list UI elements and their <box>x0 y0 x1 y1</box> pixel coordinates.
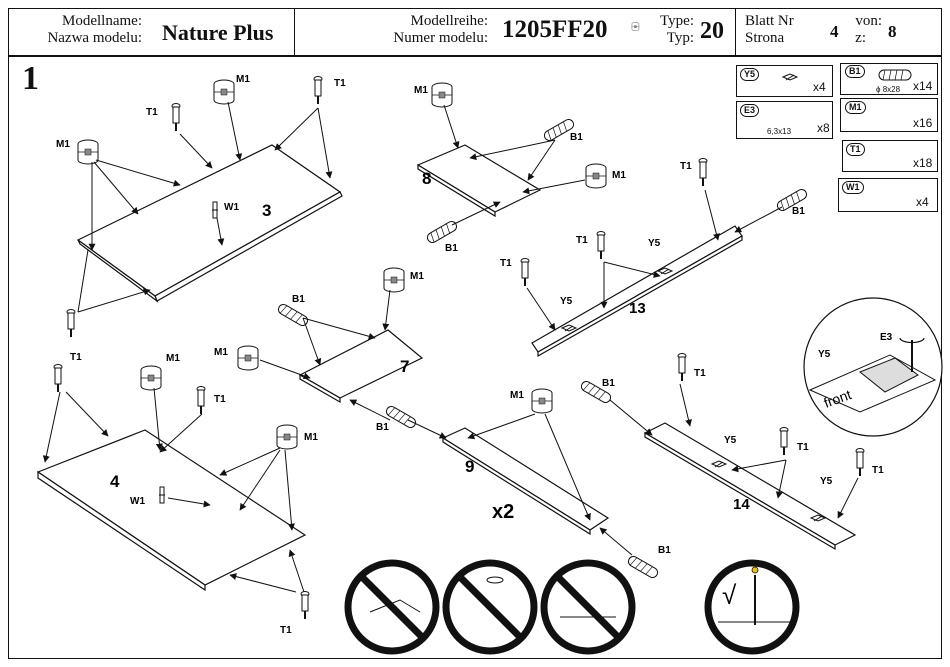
label-y5-3: Y5 <box>724 435 737 446</box>
correct-icon <box>704 559 800 655</box>
panel-7-drawing <box>298 329 424 404</box>
part-qty-b1: x14 <box>913 79 933 93</box>
series-label-pl: Numer modelu: <box>393 30 488 46</box>
header-divider-1 <box>294 8 295 56</box>
part-code-m1: M1 <box>845 101 866 114</box>
part-code-t1: T1 <box>846 143 865 156</box>
part-qty-t1: x18 <box>913 156 933 170</box>
label-t1-6: T1 <box>500 258 512 269</box>
step-number: 1 <box>22 60 39 97</box>
type-number: 20 <box>700 18 724 44</box>
panel-number-9: 9 <box>465 457 474 476</box>
check-mark: √ <box>722 580 737 610</box>
total-sheets: 8 <box>888 22 897 41</box>
model-name-label-de: Modellname: <box>62 13 142 29</box>
series-label-de: Modellreihe: <box>410 13 488 29</box>
label-b1-4: B1 <box>292 294 305 305</box>
panel-3-drawing <box>76 144 343 303</box>
label-y5-1: Y5 <box>648 238 661 249</box>
label-t1-10: T1 <box>797 442 809 453</box>
label-t1-9: T1 <box>694 368 706 379</box>
panel-numbers: 3 4 7 8 9 13 14 x2 √ <box>110 169 750 610</box>
part-code-y5: Y5 <box>740 68 760 81</box>
label-m1-4: M1 <box>612 170 626 181</box>
label-w1-1: W1 <box>224 202 239 213</box>
multiplier-x2: x2 <box>492 501 514 523</box>
panel-9-drawing <box>441 427 610 536</box>
sheet-label-pl: Strona <box>745 30 785 46</box>
label-e3-detail: E3 <box>880 332 893 343</box>
part-qty-w1: x4 <box>916 195 929 209</box>
label-m1-5: M1 <box>410 271 424 282</box>
part-qty-y5: x4 <box>813 80 826 94</box>
label-t1-1: T1 <box>334 78 346 89</box>
panel-13-drawing <box>531 225 743 358</box>
panel-14-drawing <box>643 422 857 551</box>
label-m1-6: M1 <box>214 347 228 358</box>
type-label-de: Type: <box>660 13 694 29</box>
prohibited-icon-1 <box>344 559 440 655</box>
label-y5-4: Y5 <box>820 476 833 487</box>
label-b1-6: B1 <box>658 545 671 556</box>
label-b1-2: B1 <box>445 243 458 254</box>
label-t1-8: T1 <box>280 625 292 636</box>
of-label-de: von: <box>855 13 882 29</box>
panel-4-drawing <box>36 429 307 592</box>
part-box-w1 <box>838 178 938 212</box>
label-t1-7: T1 <box>214 394 226 405</box>
label-t1-4: T1 <box>680 161 692 172</box>
part-qty-m1: x16 <box>913 116 933 130</box>
sheet-number: 4 <box>830 22 839 41</box>
type-label-pl: Typ: <box>666 30 694 46</box>
part-size-e3: 6,3x13 <box>767 127 792 136</box>
label-m1-3: M1 <box>414 85 428 96</box>
part-code-w1: W1 <box>842 181 864 194</box>
label-t1-2: T1 <box>146 107 158 118</box>
panel-number-14: 14 <box>733 496 750 513</box>
of-label-pl: z: <box>855 30 866 46</box>
label-y5-detail: Y5 <box>818 349 831 360</box>
panel-number-8: 8 <box>422 169 431 188</box>
panel-8-drawing <box>416 144 542 218</box>
label-m1-7: M1 <box>166 353 180 364</box>
header-bar <box>8 8 942 56</box>
series-number: 1205FF20 <box>502 16 608 43</box>
label-b1-3: B1 <box>792 206 805 217</box>
part-code-b1: B1 <box>845 65 865 78</box>
label-w1-2: W1 <box>130 496 145 507</box>
part-code-e3: E3 <box>740 104 760 117</box>
part-qty-e3: x8 <box>817 121 830 135</box>
label-m1-1: M1 <box>236 74 250 85</box>
panel-number-7: 7 <box>400 357 409 376</box>
prohibited-icon-2 <box>442 559 538 655</box>
part-size-b1: ϕ 8x28 <box>876 85 901 94</box>
label-t1-5: T1 <box>576 235 588 246</box>
label-t1-3: T1 <box>70 352 82 363</box>
drawing-labels: M1 T1 T1 M1 W1 T1 M1 B1 M1 B1 T1 B1 T1 Y… <box>56 74 893 636</box>
label-t1-11: T1 <box>872 465 884 476</box>
label-m1-2: M1 <box>56 139 70 150</box>
label-m1-8: M1 <box>304 432 318 443</box>
prohibited-icon-3 <box>540 559 636 655</box>
label-y5-2: Y5 <box>560 296 573 307</box>
label-b1-1: B1 <box>570 132 583 143</box>
label-m1-9: M1 <box>510 390 524 401</box>
header-divider-2 <box>735 8 736 56</box>
assembly-arrows <box>42 101 859 593</box>
panel-number-3: 3 <box>262 201 271 220</box>
model-name: Nature Plus <box>162 20 274 45</box>
detail-front-circle <box>803 297 943 437</box>
label-b1-5: B1 <box>376 422 389 433</box>
label-b1-7: B1 <box>602 378 615 389</box>
panel-number-13: 13 <box>629 300 646 317</box>
panel-number-4: 4 <box>110 472 120 491</box>
sheet-label-de: Blatt Nr <box>745 13 794 29</box>
model-name-label-pl: Nazwa modelu: <box>47 30 142 46</box>
